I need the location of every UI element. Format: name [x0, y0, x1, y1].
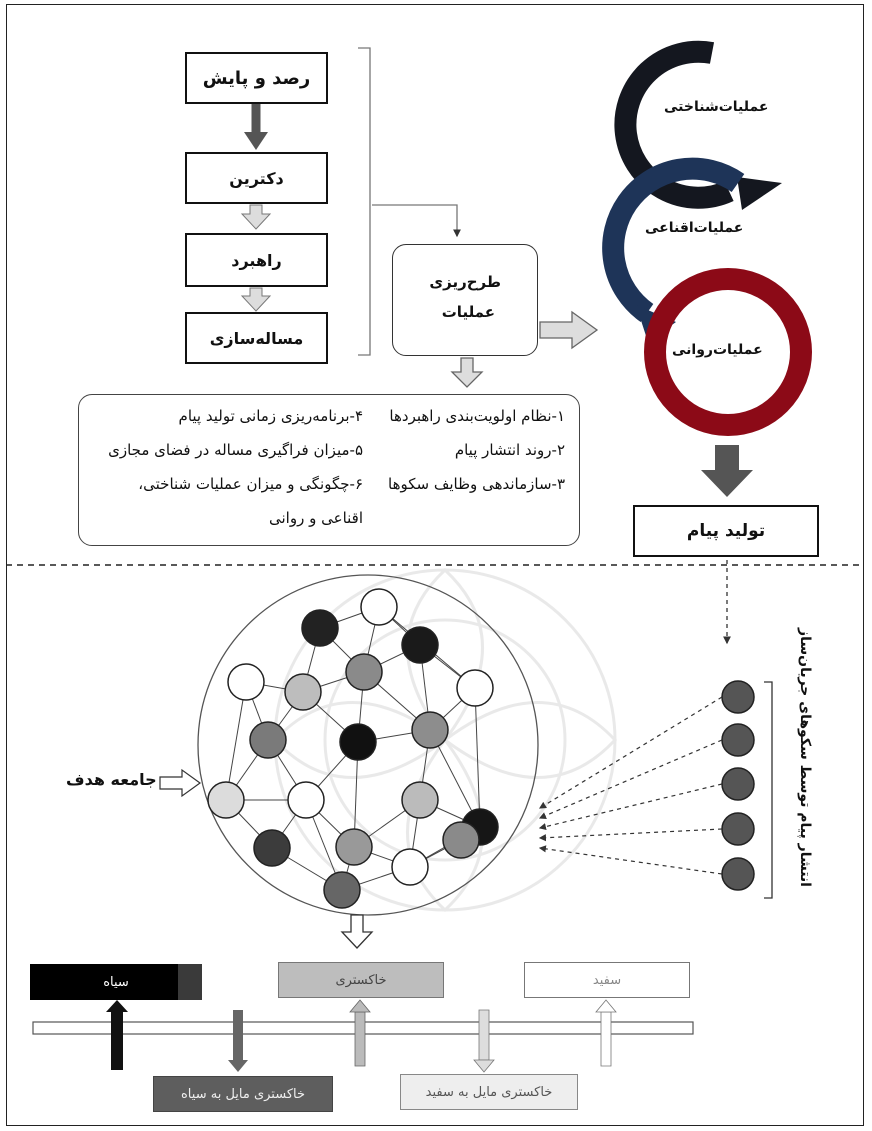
platforms-bracket [764, 681, 773, 899]
message-production-box: تولید پیام [633, 505, 819, 557]
network-node [284, 673, 322, 711]
network-node [360, 588, 398, 626]
scale-gray-to-white: خاکستری مایل به سفید [400, 1074, 578, 1110]
planning-item-1: ۱-نظام اولویت‌بندی راهبردها [389, 407, 565, 425]
scale-gray-to-white-label: خاکستری مایل به سفید [425, 1084, 553, 1100]
cognitive-ring [614, 40, 782, 210]
platform-circles [721, 680, 755, 891]
platform-node [721, 812, 755, 846]
platform-node [721, 767, 755, 801]
network-node [227, 663, 265, 701]
scale-white: سفید [524, 962, 690, 998]
planning-title-line1: طرح‌ریزی [429, 273, 501, 291]
flow-monitoring: رصد و پایش [185, 52, 328, 104]
scale-gray-to-black-label: خاکستری مایل به سیاه [181, 1086, 306, 1102]
planning-item-6: ۶-چگونگی و میزان عملیات شناختی، [138, 475, 363, 493]
scale-gray: خاکستری [278, 962, 444, 998]
flow-monitoring-label: رصد و پایش [202, 67, 311, 89]
network-node [323, 871, 361, 909]
network-node [401, 781, 439, 819]
planning-title-line2: عملیات [441, 303, 495, 321]
flow-strategy: راهبرد [185, 233, 328, 287]
planning-to-operations-arrow [539, 310, 599, 350]
flow-strategy-label: راهبرد [231, 250, 282, 270]
network-node [456, 669, 494, 707]
network-nodes [207, 588, 499, 909]
network-node [339, 723, 377, 761]
network-node [207, 781, 245, 819]
planning-item-6-cont: اقناعی و روانی [269, 509, 363, 527]
network-node [335, 828, 373, 866]
target-network [197, 574, 539, 916]
planning-item-5: ۵-میزان فراگیری مساله در فضای مجازی [108, 441, 363, 459]
operations-planning-box: طرح‌ریزی عملیات [392, 244, 538, 356]
target-audience-arrow [159, 768, 202, 798]
network-node [253, 829, 291, 867]
network-node [345, 653, 383, 691]
platforms-label: انتشار پیام توسط سکوهای جریان‌ساز [797, 628, 813, 887]
bracket-to-planning-arrow [372, 204, 461, 238]
psychological-ring [644, 268, 812, 436]
scale-gray-label: خاکستری [335, 972, 387, 988]
flow-bracket [358, 47, 371, 356]
platform-node [721, 857, 755, 891]
network-node [287, 781, 325, 819]
scale-black: سیاه [30, 964, 202, 1000]
flow-doctrine: دکترین [185, 152, 328, 204]
planning-item-2: ۲-روند انتشار پیام [454, 441, 565, 459]
cognitive-operations-label: عملیات‌شناختی [664, 99, 769, 115]
network-node [249, 721, 287, 759]
persuasive-operations-label: عملیات‌اقناعی [645, 220, 744, 236]
network-node [442, 821, 480, 859]
scale-black-label: سیاه [103, 974, 129, 990]
network-to-scale-arrow [340, 914, 374, 949]
target-audience-label: جامعه هدف [66, 770, 157, 789]
flow-problematization: مساله‌سازی [185, 312, 328, 364]
network-node [391, 848, 429, 886]
psychological-operations-label: عملیات‌روانی [672, 342, 763, 358]
flow-arrows [240, 104, 272, 312]
scale-pointers [106, 999, 617, 1073]
flow-problematization-label: مساله‌سازی [209, 328, 304, 348]
network-node [301, 609, 339, 647]
message-production-label: تولید پیام [686, 521, 766, 541]
platform-dissemination-lines [538, 696, 723, 875]
planning-to-items-arrow [450, 357, 484, 388]
scale-white-label: سفید [592, 972, 622, 988]
platform-node [721, 680, 755, 714]
network-node [401, 626, 439, 664]
planning-item-4: ۴-برنامه‌ریزی زمانی تولید پیام [178, 407, 363, 425]
network-node [411, 711, 449, 749]
planning-items-box: ۱-نظام اولویت‌بندی راهبردها ۲-روند انتشا… [78, 394, 580, 546]
flow-doctrine-label: دکترین [229, 168, 284, 188]
planning-item-3: ۳-سازماندهی وظایف سکوها [388, 475, 565, 493]
operations-to-message-arrow [701, 445, 753, 497]
scale-gray-to-black: خاکستری مایل به سیاه [153, 1076, 333, 1112]
platform-node [721, 723, 755, 757]
